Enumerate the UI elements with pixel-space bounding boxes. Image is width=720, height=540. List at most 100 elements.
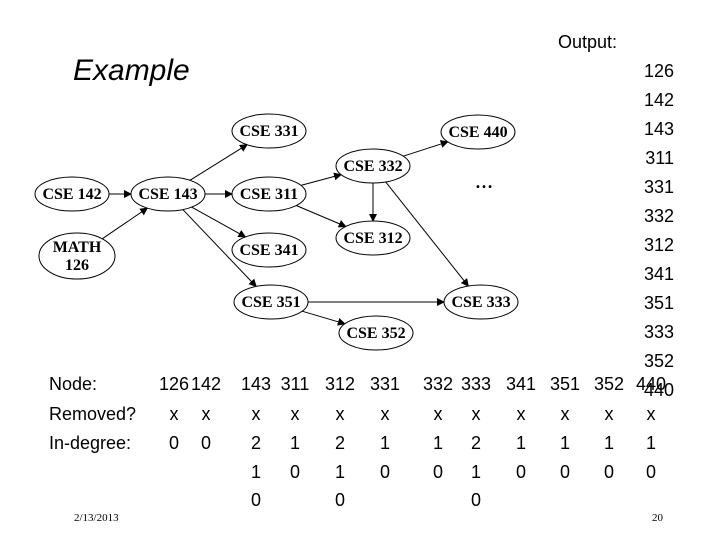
node-column-header: 312 [324, 374, 356, 394]
output-item: 143 [643, 119, 674, 139]
node-cse143: CSE 143 [130, 176, 206, 212]
removed-cell: x [290, 404, 300, 424]
indegree-cell: 1 [470, 462, 482, 482]
node-column-header: 333 [460, 374, 492, 394]
row-label-indegree: In-degree: [49, 433, 132, 453]
node-ellipse [233, 284, 309, 320]
footer-date: 2/13/2013 [74, 512, 119, 524]
node-ellipse [231, 176, 307, 212]
edge-cse311-cse332 [300, 172, 343, 186]
indegree-cell: 2 [250, 433, 262, 453]
indegree-cell: 0 [289, 462, 301, 482]
output-item: 311 [645, 148, 674, 168]
node-label: CSE 142 [42, 186, 101, 203]
node-column-header: 331 [369, 374, 401, 394]
removed-cell: x [169, 404, 179, 424]
node-label: CSE 341 [239, 242, 298, 259]
node-cse351: CSE 351 [233, 284, 309, 320]
node-ellipse [335, 220, 411, 256]
indegree-cell: 2 [334, 433, 346, 453]
node-ellipse [440, 114, 516, 150]
node-ellipse [443, 284, 519, 320]
edge-cse311-cse312 [296, 205, 347, 228]
indegree-cell: 2 [470, 433, 482, 453]
node-ellipse [231, 232, 307, 268]
removed-cell: x [335, 404, 345, 424]
removed-cell: x [380, 404, 390, 424]
node-column-header: 440 [635, 374, 667, 394]
slide-title: Example [73, 54, 190, 87]
edge-cse143-cse331 [189, 144, 248, 181]
node-label: CSE 143 [138, 186, 197, 203]
edge-math126-cse143 [101, 207, 149, 240]
output-item: 333 [643, 322, 674, 342]
output-item: 142 [643, 90, 674, 110]
indegree-cell: 0 [603, 462, 615, 482]
node-column-header: 126 [158, 374, 190, 394]
removed-cell: x [433, 404, 443, 424]
node-column-header: 142 [190, 374, 222, 394]
row-label-node: Node: [49, 374, 98, 394]
node-column-header: 311 [280, 374, 310, 394]
indegree-cell: 1 [645, 433, 657, 453]
indegree-cell: 0 [515, 462, 527, 482]
node-ellipse [38, 232, 116, 280]
row-label-removed: Removed? [49, 404, 137, 424]
edge-cse332-cse333 [385, 181, 469, 287]
node-ellipse [231, 113, 307, 149]
node-cse311: CSE 311 [231, 176, 307, 212]
graph-ellipsis: … [475, 172, 493, 192]
indegree-cell: 1 [432, 433, 444, 453]
node-label: CSE 312 [343, 230, 402, 247]
node-cse440: CSE 440 [440, 114, 516, 150]
node-cse142: CSE 142 [34, 176, 110, 212]
node-ellipse [335, 148, 411, 184]
node-column-header: 341 [505, 374, 537, 394]
indegree-cell: 0 [559, 462, 571, 482]
indegree-cell: 1 [379, 433, 391, 453]
node-label: CSE 332 [343, 158, 402, 175]
removed-cell: x [251, 404, 261, 424]
node-cse312: CSE 312 [335, 220, 411, 256]
indegree-cell: 1 [289, 433, 301, 453]
indegree-cell: 0 [250, 490, 262, 510]
node-label: CSE 311 [240, 186, 298, 203]
indegree-cell: 1 [334, 462, 346, 482]
node-cse352: CSE 352 [338, 315, 414, 351]
edge-cse143-cse351 [182, 209, 257, 288]
node-cse333: CSE 333 [443, 284, 519, 320]
removed-cell: x [560, 404, 570, 424]
indegree-cell: 1 [603, 433, 615, 453]
node-label: CSE 351 [241, 294, 300, 311]
node-label: CSE 440 [448, 124, 507, 141]
output-item: 312 [643, 235, 674, 255]
output-item: 331 [643, 177, 674, 197]
node-cse341: CSE 341 [231, 232, 307, 268]
output-item: 440 [643, 380, 674, 400]
output-item: 126 [643, 61, 674, 81]
indegree-cell: 1 [250, 462, 262, 482]
node-ellipse [34, 176, 110, 212]
node-label: 126 [65, 257, 89, 274]
removed-cell: x [201, 404, 211, 424]
indegree-cell: 0 [168, 433, 180, 453]
edge-cse143-cse341 [191, 206, 247, 238]
node-label: CSE 352 [346, 325, 405, 342]
indegree-cell: 0 [432, 462, 444, 482]
node-column-header: 143 [240, 374, 272, 394]
removed-cell: x [516, 404, 526, 424]
node-label: MATH [53, 239, 102, 256]
edge-cse332-cse440 [403, 140, 449, 157]
node-label: CSE 331 [239, 123, 298, 140]
node-label: CSE 333 [451, 294, 510, 311]
output-label: Output: [558, 32, 618, 52]
indegree-cell: 1 [559, 433, 571, 453]
indegree-cell: 0 [200, 433, 212, 453]
indegree-cell: 1 [515, 433, 527, 453]
removed-cell: x [471, 404, 481, 424]
node-column-header: 351 [549, 374, 581, 394]
node-cse331: CSE 331 [231, 113, 307, 149]
output-item: 352 [643, 351, 674, 371]
indegree-cell: 0 [379, 462, 391, 482]
